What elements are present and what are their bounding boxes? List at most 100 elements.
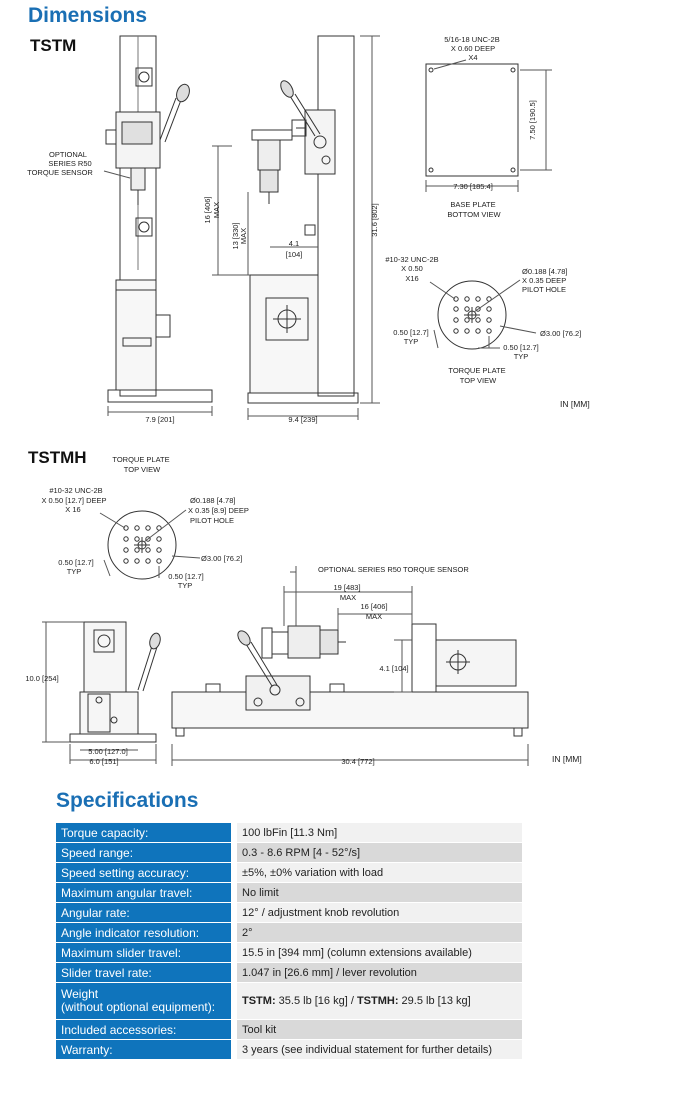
- tstm-front-view: [103, 35, 213, 416]
- table-row: Angular rate: 12° / adjustment knob revo…: [56, 902, 522, 923]
- tstmh-tp-holes-2: X 0.50 [12.7] DEEP: [41, 496, 106, 505]
- tstm-tp-caption-2: TOP VIEW: [460, 376, 497, 385]
- tstmh-travel-max-word: MAX: [366, 612, 382, 621]
- spec-weight-tstmh-value: 29.5 lb [13 kg]: [398, 994, 471, 1007]
- tstm-tp-diameter: Ø3.00 [76.2]: [540, 329, 581, 338]
- tstmh-tp-caption-2: TOP VIEW: [124, 465, 161, 474]
- tstmh-sensor-label: OPTIONAL SERIES R50 TORQUE SENSOR: [318, 565, 469, 574]
- tstm-tp-caption-1: TORQUE PLATE: [448, 366, 505, 375]
- tstm-sensor-label-1: OPTIONAL: [49, 150, 87, 159]
- tstmh-unit-label: IN [MM]: [552, 754, 582, 764]
- spec-label: Torque capacity:: [56, 823, 237, 843]
- tstm-base-holes-1: 5/16-18 UNC-2B: [444, 35, 499, 44]
- table-row: Included accessories: Tool kit: [56, 1019, 522, 1040]
- spec-value: No limit: [234, 882, 522, 903]
- tstmh-tp-pilot-2: X 0.35 [8.9] DEEP: [188, 506, 249, 515]
- spec-label: Speed range:: [56, 842, 237, 863]
- tstm-base-caption-1: BASE PLATE: [450, 200, 495, 209]
- tstm-tp-typ-a-2: TYP: [404, 337, 419, 346]
- spec-value: ±5%, ±0% variation with load: [234, 862, 522, 883]
- tstm-base-plate-view: [425, 59, 552, 192]
- table-row: Speed setting accuracy: ±5%, ±0% variati…: [56, 862, 522, 883]
- tstmh-side-view: [171, 566, 529, 766]
- tstmh-tp-pilot-1: Ø0.188 [4.78]: [190, 496, 235, 505]
- spec-label: Maximum angular travel:: [56, 882, 237, 903]
- tstmh-end-view: [42, 621, 161, 764]
- tstm-drawings: OPTIONAL SERIES R50 TORQUE SENSOR 7.9 [2…: [27, 35, 590, 424]
- tstmh-reach-max-dim: 19 [483]: [333, 583, 360, 592]
- tstmh-width-a-dim: 5.00 [127.0]: [88, 747, 128, 756]
- specifications-table: Torque capacity: 100 lbFin [11.3 Nm] Spe…: [56, 823, 522, 1060]
- tstm-tp-holes-3: X16: [405, 274, 418, 283]
- spec-value: 100 lbFin [11.3 Nm]: [234, 823, 522, 843]
- spec-label: Weight (without optional equipment):: [56, 982, 237, 1020]
- tstm-height-dim: 31.6 [802]: [370, 203, 379, 236]
- tstm-base-width-dim: 7.30 [185.4]: [453, 182, 493, 191]
- tstm-tp-pilot-1: Ø0.188 [4.78]: [522, 267, 567, 276]
- tstm-travel-max-word: MAX: [212, 202, 221, 218]
- tstmh-model-title: TSTMH: [28, 448, 87, 467]
- tstm-travel-max-dim: 16 [406]: [203, 196, 212, 223]
- tstmh-tp-pilot-3: PILOT HOLE: [190, 516, 234, 525]
- table-row: Slider travel rate: 1.047 in [26.6 mm] /…: [56, 962, 522, 983]
- table-row: Speed range: 0.3 - 8.6 RPM [4 - 52°/s]: [56, 842, 522, 863]
- tstmh-tp-typ-a-1: 0.50 [12.7]: [58, 558, 93, 567]
- spec-label: Included accessories:: [56, 1019, 237, 1040]
- dimensions-heading: Dimensions: [28, 4, 148, 27]
- tstm-offset-mm: [104]: [286, 250, 303, 259]
- tstmh-tp-diameter: Ø3.00 [76.2]: [201, 554, 242, 563]
- table-row: Warranty: 3 years (see individual statem…: [56, 1039, 522, 1060]
- tstmh-height-dim: 10.0 [254]: [25, 674, 58, 683]
- tstmh-tp-typ-a-2: TYP: [67, 567, 82, 576]
- tstmh-width-b-dim: 6.0 [151]: [89, 757, 118, 766]
- spec-label: Maximum slider travel:: [56, 942, 237, 963]
- tstmh-tp-holes-1: #10-32 UNC-2B: [49, 486, 102, 495]
- spec-value: TSTM: 35.5 lb [16 kg] / TSTMH: 29.5 lb […: [234, 982, 522, 1020]
- table-row: Torque capacity: 100 lbFin [11.3 Nm]: [56, 823, 522, 843]
- tstmh-torque-plate-view: [99, 509, 201, 580]
- tstm-tp-pilot-2: X 0.35 DEEP: [522, 276, 566, 285]
- spec-weight-tstm-value: 35.5 lb [16 kg] /: [275, 994, 357, 1007]
- spec-value: 3 years (see individual statement for fu…: [234, 1039, 522, 1060]
- tstm-base-caption-2: BOTTOM VIEW: [447, 210, 501, 219]
- spec-label: Warranty:: [56, 1039, 237, 1060]
- tstm-base-depth-dim: 7.50 [190.5]: [528, 100, 537, 140]
- tstm-base-holes-3: X4: [468, 53, 477, 62]
- tstm-unit-label: IN [MM]: [560, 399, 590, 409]
- tstm-stroke-max-dim: 13 [330]: [231, 222, 240, 249]
- tstm-tp-typ-b-1: 0.50 [12.7]: [503, 343, 538, 352]
- tstm-front-width-dim: 7.9 [201]: [145, 415, 174, 424]
- tstmh-tp-holes-3: X 16: [65, 505, 80, 514]
- tstmh-travel-max-dim: 16 [406]: [360, 602, 387, 611]
- tstm-model-title: TSTM: [30, 36, 77, 55]
- tstm-offset-dim: 4.1: [289, 239, 299, 248]
- table-row: Maximum angular travel: No limit: [56, 882, 522, 903]
- tstmh-tp-typ-b-2: TYP: [178, 581, 193, 590]
- spec-weight-tstm-key: TSTM:: [242, 994, 276, 1007]
- tstm-torque-plate-view: [429, 279, 537, 350]
- table-row: Angle indicator resolution: 2°: [56, 922, 522, 943]
- tstm-stroke-max-word: MAX: [239, 228, 248, 244]
- tstm-tp-holes-1: #10-32 UNC-2B: [385, 255, 438, 264]
- spec-value: 0.3 - 8.6 RPM [4 - 52°/s]: [234, 842, 522, 863]
- tstm-sensor-label-2: SERIES R50: [48, 159, 91, 168]
- tstm-side-width-dim: 9.4 [239]: [288, 415, 317, 424]
- spec-label-line-2: (without optional equipment):: [61, 1000, 216, 1014]
- spec-value: 2°: [234, 922, 522, 943]
- spec-weight-tstmh-key: TSTMH:: [356, 994, 399, 1007]
- specifications-heading: Specifications: [56, 789, 199, 812]
- tstmh-tp-typ-b-1: 0.50 [12.7]: [168, 572, 203, 581]
- spec-label: Slider travel rate:: [56, 962, 237, 983]
- spec-label: Speed setting accuracy:: [56, 862, 237, 883]
- spec-value: 12° / adjustment knob revolution: [234, 902, 522, 923]
- spec-value: 15.5 in [394 mm] (column extensions avai…: [234, 942, 522, 963]
- tstm-side-view: [212, 35, 380, 420]
- spec-label: Angle indicator resolution:: [56, 922, 237, 943]
- spec-value: 1.047 in [26.6 mm] / lever revolution: [234, 962, 522, 983]
- tstmh-tp-caption-1: TORQUE PLATE: [112, 455, 169, 464]
- tstm-tp-pilot-3: PILOT HOLE: [522, 285, 566, 294]
- tstm-tp-holes-2: X 0.50: [401, 264, 423, 273]
- tstm-tp-typ-a-1: 0.50 [12.7]: [393, 328, 428, 337]
- tstm-base-holes-2: X 0.60 DEEP: [451, 44, 495, 53]
- table-row: Weight (without optional equipment): TST…: [56, 982, 522, 1020]
